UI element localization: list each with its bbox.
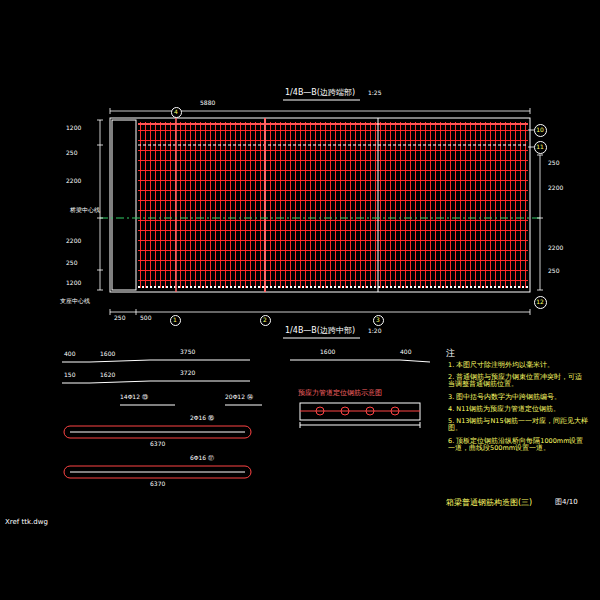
callout-number: 1 [173, 317, 177, 323]
drawing-label: 1/4B—B(边跨端部) [285, 88, 355, 97]
drawing-label: 1200 [66, 125, 81, 132]
drawing-label: 400 [400, 349, 411, 356]
callout-circle: 12 [534, 296, 547, 309]
drawing-label: 6370 [150, 441, 165, 448]
drawing-label: 6Φ16 ⑰ [190, 455, 214, 462]
callout-number: 2 [263, 317, 267, 323]
drawing-label: 2200 [66, 178, 81, 185]
callout-circle: 4 [171, 107, 182, 118]
drawing-label: 250 [66, 260, 77, 267]
positioning-bar-detail [300, 403, 420, 428]
drawing-label: 150 [64, 372, 75, 379]
note-text: 6. 顶板定位钢筋沿纵桥向每隔1000mm设置一道，曲线段500mm设置一道。 [448, 438, 588, 453]
note-text: 1. 本图尺寸除注明外均以毫米计。 [448, 362, 588, 369]
drawing-label: 250 [548, 160, 559, 167]
drawing-label: 1200 [66, 280, 81, 287]
note-text: 2. 普通钢筋与预应力钢束位置冲突时，可适当调整普通钢筋位置。 [448, 374, 588, 389]
drawing-label: 250 [548, 268, 559, 275]
drawing-label: 1:20 [368, 328, 381, 335]
section-view [100, 100, 540, 338]
drawing-label: 2200 [66, 238, 81, 245]
drawing-label: 注 [446, 348, 455, 358]
callout-circle: 3 [373, 315, 384, 326]
drawing-label: 箱梁普通钢筋构造图(三) [446, 498, 532, 507]
callout-number: 11 [536, 144, 544, 150]
bar-shapes [62, 360, 430, 478]
drawing-label: 5880 [200, 100, 215, 107]
drawing-label: Xref ttk.dwg [5, 518, 48, 526]
drawing-label: 2200 [548, 185, 563, 192]
callout-number: 10 [536, 127, 544, 133]
drawing-label: 支座中心线 [60, 298, 90, 305]
drawing-label: 图4/10 [555, 498, 578, 506]
drawing-label: 1600 [100, 351, 115, 358]
drawing-label: 14Φ12 ⑬ [120, 394, 148, 401]
drawing-label: 400 [64, 351, 75, 358]
drawing-label: 2Φ16 ⑯ [190, 415, 214, 422]
callout-number: 12 [536, 299, 544, 305]
callout-number: 3 [376, 317, 380, 323]
callout-circle: 10 [534, 124, 547, 137]
drawing-label: 1620 [100, 372, 115, 379]
drawing-label: 500 [140, 315, 151, 322]
note-text: 3. 图中括号内数字为中跨钢筋编号。 [448, 394, 588, 401]
drawing-label: 1:25 [368, 90, 381, 97]
drawing-label: 1/4B—B(边跨中部) [285, 326, 355, 335]
drawing-label: 预应力管道定位钢筋示意图 [298, 390, 382, 397]
drawing-label: 3720 [180, 370, 195, 377]
dimension-lines [97, 108, 543, 315]
drawing-label: 20Φ12 ⑭ [225, 394, 253, 401]
drawing-label: 桥梁中心线 [70, 207, 100, 214]
drawing-label: 2200 [548, 245, 563, 252]
callout-circle: 1 [170, 315, 181, 326]
callout-number: 4 [174, 109, 178, 115]
note-text: 5. N13钢筋与N15钢筋一一对应，间距见大样图。 [448, 418, 588, 433]
drawing-label: 250 [66, 150, 77, 157]
drawing-label: 6370 [150, 481, 165, 488]
callout-circle: 2 [260, 315, 271, 326]
drawing-label: 3750 [180, 349, 195, 356]
note-text: 4. N11钢筋为预应力管道定位钢筋。 [448, 406, 588, 413]
drawing-label: 1600 [320, 349, 335, 356]
drawing-label: 250 [114, 315, 125, 322]
callout-circle: 11 [534, 141, 547, 154]
